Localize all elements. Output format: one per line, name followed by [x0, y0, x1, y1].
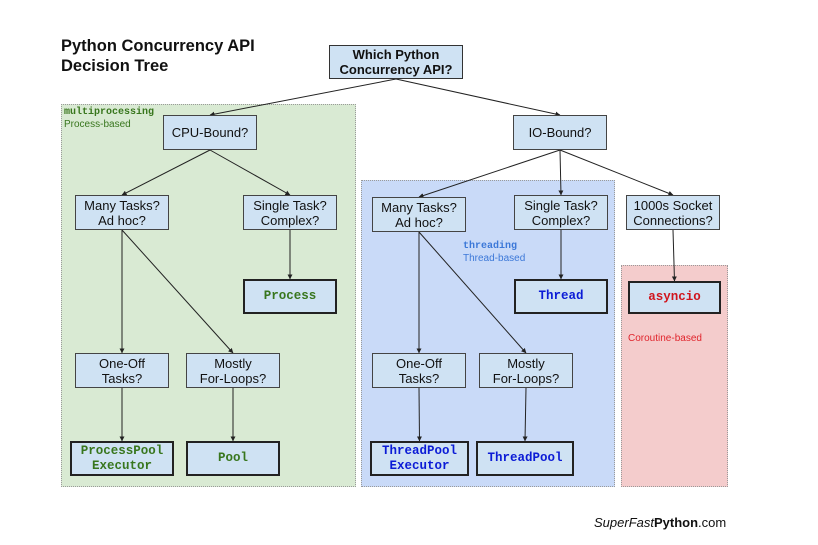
leaf-pool: Pool	[186, 441, 280, 476]
node-io-one-off: One-Off Tasks?	[372, 353, 466, 388]
edge-root-to-io_bound	[395, 78, 561, 117]
region-label-multiprocessing: multiprocessing Process-based	[64, 107, 154, 131]
title-line-1: Python Concurrency API	[61, 37, 255, 55]
leaf-process-pool-executor: ProcessPool Executor	[70, 441, 174, 476]
region-label-asyncio: Coroutine-based	[628, 333, 702, 345]
node-io-sockets: 1000s Socket Connections?	[626, 195, 720, 230]
region-label-threading: threading Thread-based	[463, 241, 525, 265]
node-cpu-bound: CPU-Bound?	[163, 115, 257, 150]
node-root: Which Python Concurrency API?	[329, 45, 463, 79]
footer-brand-part3: .com	[698, 515, 727, 530]
module-name: multiprocessing	[64, 107, 155, 118]
node-io-for-loops: Mostly For-Loops?	[479, 353, 573, 388]
leaf-thread-pool-executor: ThreadPool Executor	[370, 441, 469, 476]
node-cpu-for-loops: Mostly For-Loops?	[186, 353, 280, 388]
leaf-asyncio: asyncio	[628, 281, 721, 314]
diagram-title: Python Concurrency API Decision Tree	[61, 36, 255, 76]
leaf-thread: Thread	[514, 279, 608, 314]
footer-brand: SuperFastPython.com	[594, 515, 726, 530]
node-io-bound: IO-Bound?	[513, 115, 607, 150]
title-line-2: Decision Tree	[61, 57, 169, 75]
leaf-process: Process	[243, 279, 337, 314]
footer-brand-part1: SuperFast	[594, 515, 654, 530]
leaf-thread-pool: ThreadPool	[476, 441, 574, 476]
node-cpu-many-tasks: Many Tasks? Ad hoc?	[75, 195, 169, 230]
node-io-many-tasks: Many Tasks? Ad hoc?	[372, 197, 466, 232]
region-kind: Process-based	[64, 119, 131, 130]
footer-brand-part2: Python	[653, 515, 699, 530]
node-cpu-single-task: Single Task? Complex?	[243, 195, 337, 230]
region-kind: Thread-based	[463, 253, 526, 264]
region-kind: Coroutine-based	[628, 333, 702, 344]
node-cpu-one-off: One-Off Tasks?	[75, 353, 169, 388]
node-io-single-task: Single Task? Complex?	[514, 195, 608, 230]
module-name: threading	[463, 241, 518, 252]
